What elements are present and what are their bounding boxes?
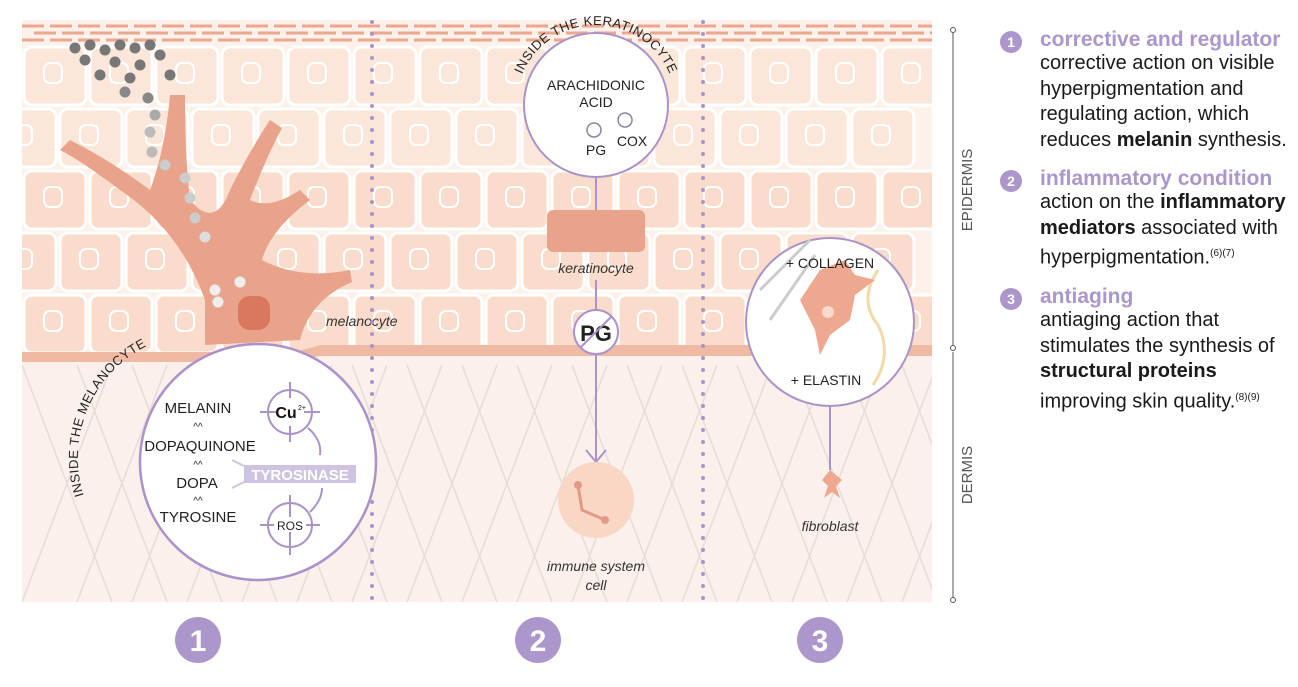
keratinocyte-inset — [523, 32, 669, 178]
acid-label: ACID — [579, 94, 612, 110]
dopa-label: DOPA — [176, 475, 217, 492]
legend-item-3: 3 antiaging antiaging action that stimul… — [1000, 285, 1295, 415]
melanocyte-label: melanocyte — [326, 313, 398, 329]
svg-text:1: 1 — [190, 625, 207, 658]
step-3: 3 — [797, 617, 843, 663]
stratum-corneum — [22, 24, 932, 42]
dopaquinone-label: DOPAQUINONE — [144, 438, 255, 455]
epidermis-label: EPIDERMIS — [959, 149, 976, 232]
fibroblast-label: fibroblast — [802, 518, 860, 534]
legend-number: 2 — [1000, 170, 1022, 192]
melanin-label: MELANIN — [165, 400, 232, 417]
legend-panel: 1 corrective and regulator corrective ac… — [1000, 28, 1295, 429]
immune-cell — [558, 462, 634, 538]
keratinocyte-cell — [547, 210, 645, 252]
legend-number: 1 — [1000, 31, 1022, 53]
legend-text: action on the — [1040, 191, 1161, 213]
immune-label-1: immune system — [547, 558, 645, 574]
svg-text:2: 2 — [530, 625, 547, 658]
legend-ref: (8)(9) — [1235, 391, 1260, 403]
immune-label-2: cell — [585, 577, 607, 593]
legend-text: associated with hyperpigmentation. — [1040, 216, 1278, 269]
ros-label: ROS — [277, 519, 303, 533]
fibroblast-inset-cell — [800, 260, 875, 355]
legend-bold: structural proteins — [1040, 360, 1217, 383]
step-1: 1 — [175, 617, 221, 663]
elastin-label: + ELASTIN — [791, 372, 861, 388]
dermis-label: DERMIS — [959, 446, 976, 504]
cu-charge: 2+ — [298, 405, 306, 412]
legend-text: antiaging action that stimulates the syn… — [1040, 309, 1275, 357]
collagen-fibers — [758, 238, 817, 321]
legend-bold: inflammatory mediators — [1040, 191, 1286, 239]
legend-bold: melanin — [1116, 128, 1193, 151]
collagen-label: + COLLAGEN — [786, 255, 874, 271]
legend-text: synthesis. — [1192, 128, 1287, 151]
melanocyte-cell — [60, 95, 352, 345]
tyrosinase-label: TYROSINASE — [251, 467, 349, 484]
section-dividers — [370, 20, 705, 607]
cu-label: Cu — [275, 405, 296, 422]
tyrosine-label: TYROSINE — [160, 509, 237, 526]
legend-title: inflammatory condition — [1040, 167, 1273, 190]
enzyme-icons — [586, 112, 633, 138]
step-2: 2 — [515, 617, 561, 663]
legend-item-1: 1 corrective and regulator corrective ac… — [1000, 28, 1295, 153]
melanocyte-nucleus — [238, 296, 270, 330]
svg-text:^^: ^^ — [193, 460, 203, 471]
arachidonic-label: ARACHIDONIC — [547, 77, 645, 93]
legend-text: improving skin quality. — [1040, 390, 1236, 413]
melanin-granules — [69, 39, 246, 308]
legend-title: antiaging — [1040, 285, 1134, 309]
tyrosinase-badge — [244, 465, 356, 483]
svg-text:^^: ^^ — [193, 422, 203, 433]
svg-text:3: 3 — [812, 625, 829, 658]
keratinocyte-label: keratinocyte — [558, 260, 634, 276]
legend-text: corrective action on visible hyperpigmen… — [1040, 52, 1275, 151]
legend-number: 3 — [1000, 288, 1022, 311]
cox-label: COX — [617, 133, 648, 149]
pg-label: PG — [586, 142, 606, 158]
legend-ref: (6)(7) — [1210, 248, 1235, 259]
svg-text:^^: ^^ — [193, 496, 203, 507]
fibroblast-cell — [822, 470, 842, 498]
elastin-fiber — [866, 269, 886, 386]
melanocyte-inset — [138, 342, 378, 582]
legend-item-2: 2 inflammatory condition action on the i… — [1000, 167, 1295, 271]
legend-title: corrective and regulator — [1040, 28, 1281, 51]
